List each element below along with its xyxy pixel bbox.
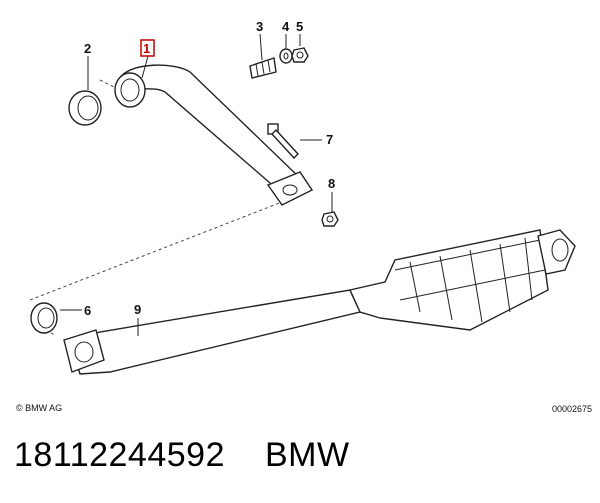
gasket-ring-6[interactable] bbox=[30, 302, 58, 334]
callout-1-box bbox=[140, 39, 155, 57]
callout-1[interactable]: 1 bbox=[143, 41, 150, 56]
leader-line-3 bbox=[259, 33, 263, 61]
catalytic-converter-pipe[interactable] bbox=[63, 229, 576, 375]
nut-5[interactable] bbox=[291, 47, 309, 63]
part-info: 18112244592 BMW bbox=[14, 436, 350, 475]
nut-8[interactable] bbox=[321, 211, 339, 227]
callout-9[interactable]: 9 bbox=[134, 302, 141, 317]
copyright-label: © BMW AG bbox=[16, 403, 63, 413]
callout-4[interactable]: 4 bbox=[282, 19, 290, 34]
callout-8[interactable]: 8 bbox=[328, 176, 335, 191]
callout-5[interactable]: 5 bbox=[296, 19, 303, 34]
gasket-ring-2[interactable] bbox=[68, 90, 102, 126]
callout-2[interactable]: 2 bbox=[84, 41, 91, 56]
exhaust-diagram: 1 2 3 4 5 6 7 8 9 bbox=[29, 19, 576, 375]
callout-7[interactable]: 7 bbox=[326, 132, 333, 147]
callout-6[interactable]: 6 bbox=[84, 303, 91, 318]
washer[interactable] bbox=[279, 48, 293, 64]
spring[interactable] bbox=[249, 57, 277, 79]
front-pipe[interactable] bbox=[114, 64, 314, 206]
drawing-number: 00002675 bbox=[551, 404, 592, 414]
part-number: 18112244592 bbox=[14, 436, 225, 474]
callout-3[interactable]: 3 bbox=[256, 19, 263, 34]
alignment-line bbox=[29, 194, 301, 301]
brand-name: BMW bbox=[264, 436, 350, 474]
leader-line-1 bbox=[141, 55, 149, 79]
bolt[interactable] bbox=[267, 123, 299, 160]
